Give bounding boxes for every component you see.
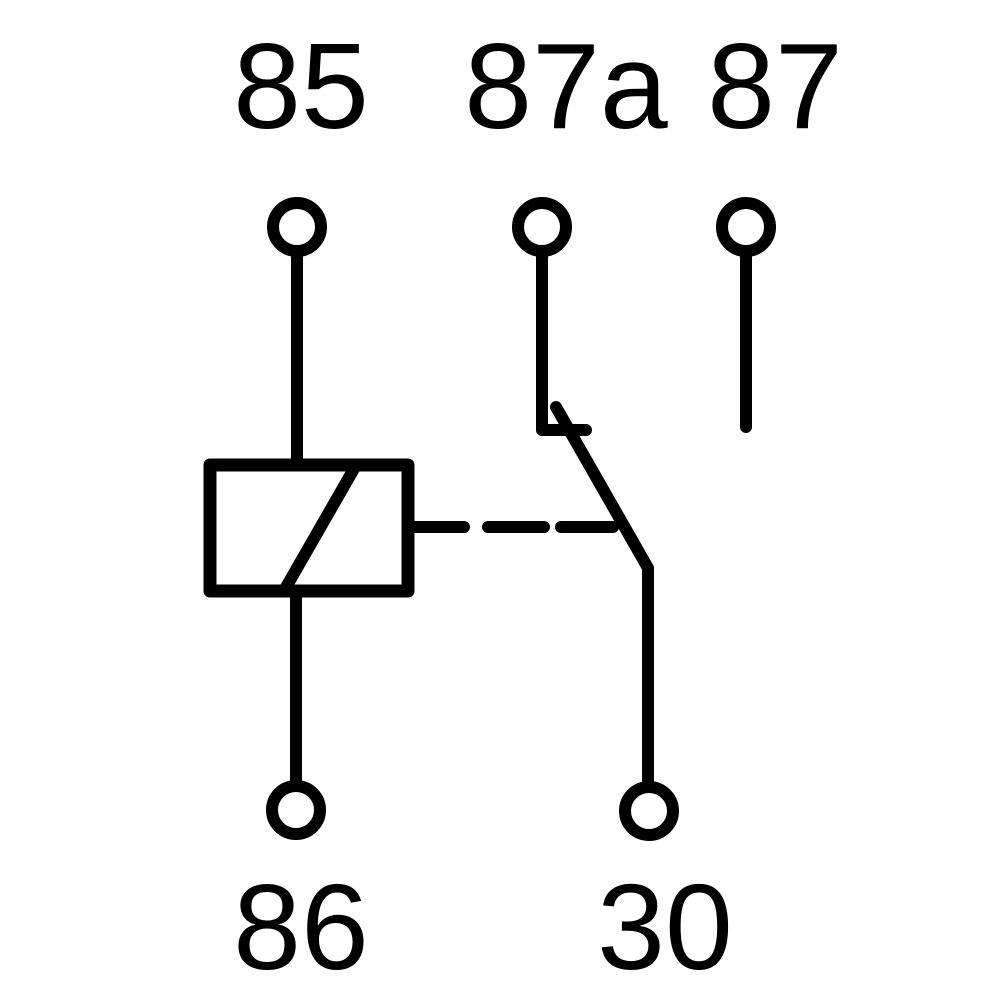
switch-arm-to-30 [550, 401, 654, 790]
coil-box [203, 458, 415, 598]
terminal-label-87a: 87a [464, 18, 668, 154]
terminal-label-30: 30 [597, 859, 733, 995]
terminal-circle-87a [512, 197, 572, 257]
coil-diagonal-stroke [279, 461, 361, 595]
terminal-label-86: 86 [233, 859, 369, 995]
terminal-circle-30 [619, 781, 679, 841]
terminal-label-85: 85 [233, 18, 369, 154]
terminal-circle-87 [716, 197, 776, 257]
terminal-label-87: 87 [707, 18, 843, 154]
schematic-linework [203, 197, 776, 841]
terminal-circle-85 [267, 197, 327, 257]
terminal-circle-86 [266, 780, 326, 840]
terminal-labels: 85 87a 87 86 30 [233, 18, 843, 995]
